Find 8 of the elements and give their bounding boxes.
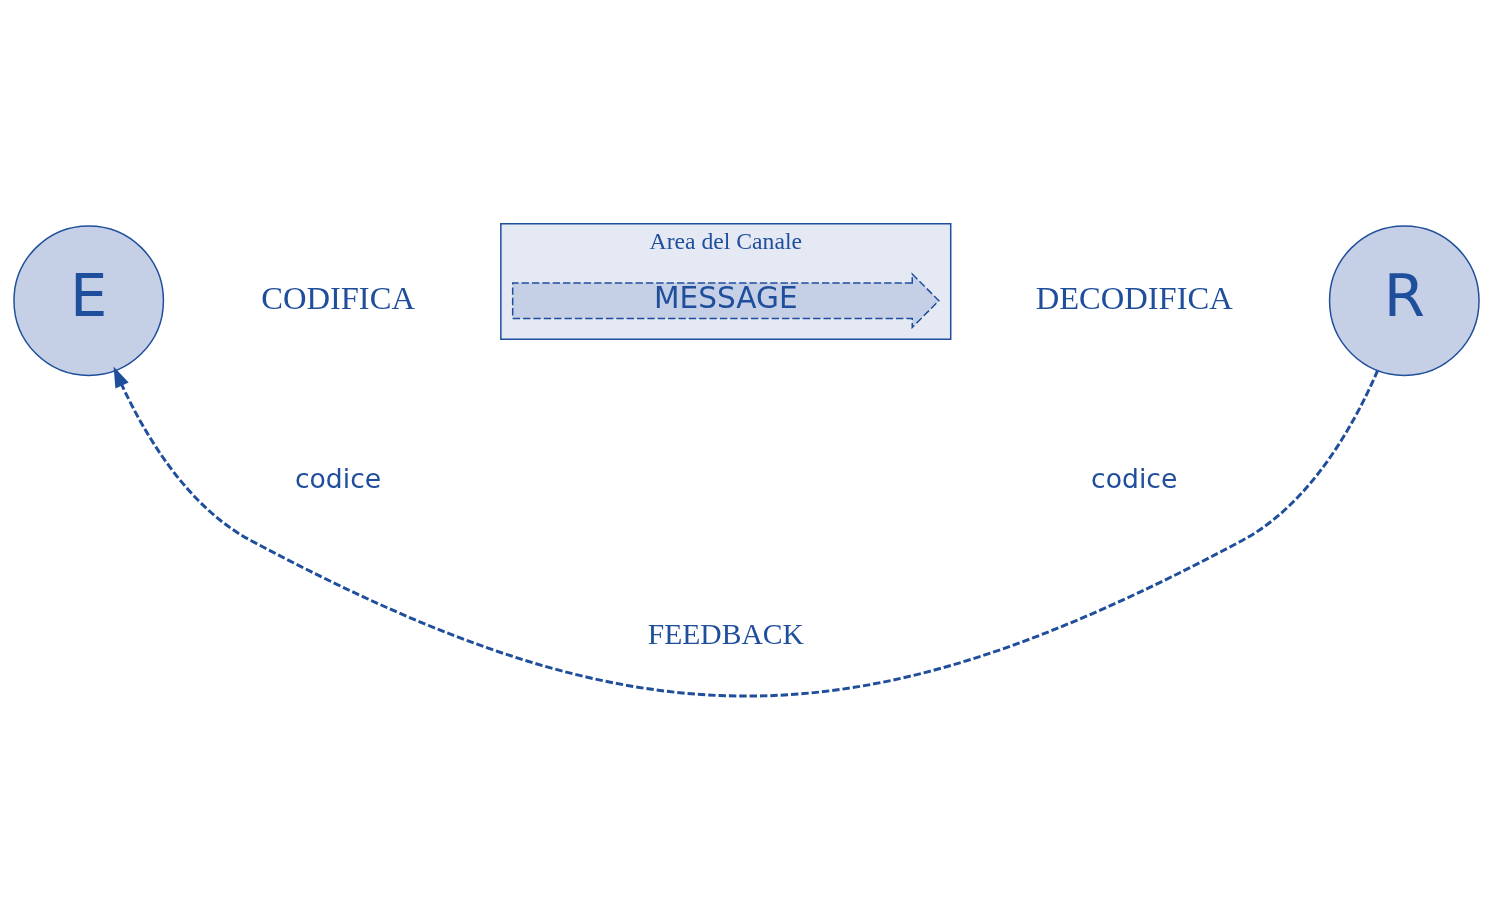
arrow bbox=[113, 366, 1379, 698]
node-circle: E bbox=[13, 224, 165, 376]
node-circle: R bbox=[1328, 224, 1480, 376]
label: codice bbox=[1091, 462, 1178, 494]
edge-label: FEEDBACK bbox=[647, 617, 804, 650]
label: DECODIFICA bbox=[1035, 279, 1233, 316]
label: codice bbox=[294, 462, 382, 494]
label: CODIFICA bbox=[261, 279, 415, 316]
